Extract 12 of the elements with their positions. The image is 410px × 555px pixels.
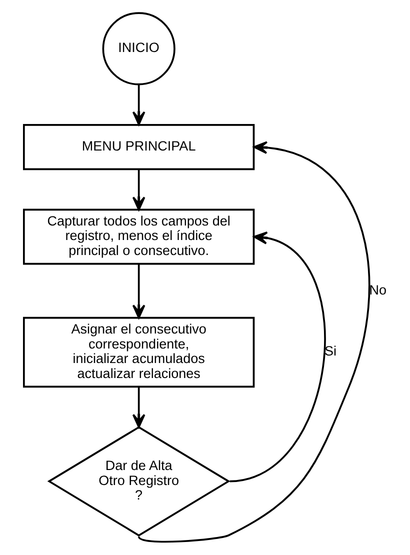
node-box: MENU PRINCIPAL: [22, 124, 254, 170]
edge-label: No: [368, 282, 386, 298]
arrow: [132, 264, 145, 319]
arrow: [132, 84, 145, 126]
arrow: [138, 141, 370, 543]
arrow: [132, 386, 145, 428]
arrow: [229, 231, 326, 482]
node-box: Capturar todos los campos del registro, menos el índice principal o consecutivo.: [22, 208, 254, 265]
node-diamond: Dar de Alta Otro Registro ?: [46, 426, 230, 536]
node-box: Asignar el consecutivo correspondiente, inicializar acumulados actualizar relaciones: [22, 316, 254, 388]
node-circle: INICIO: [102, 12, 175, 86]
arrow: [132, 169, 145, 211]
